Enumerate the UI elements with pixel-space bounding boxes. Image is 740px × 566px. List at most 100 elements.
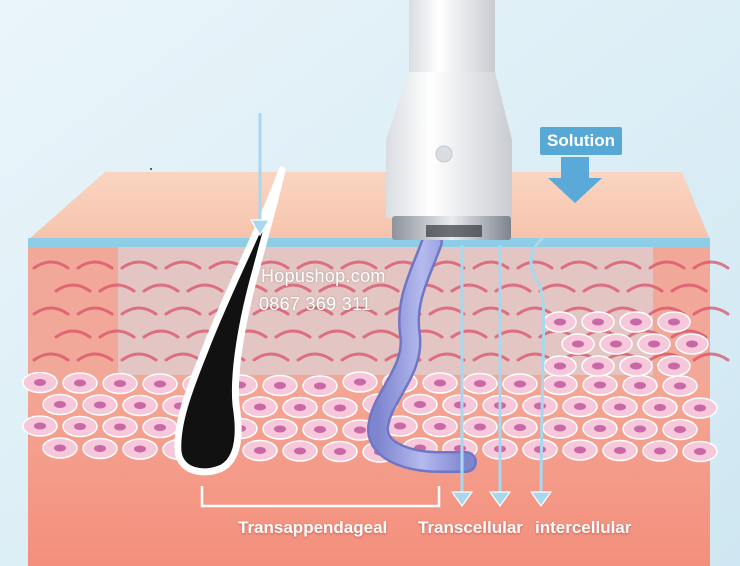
keratinocyte-arc <box>670 283 708 293</box>
cell-nucleus <box>614 403 626 411</box>
cell-nucleus <box>354 378 366 386</box>
keratinocyte-arc <box>626 283 664 293</box>
keratinocyte-arc <box>692 260 730 270</box>
cell-nucleus <box>414 401 426 408</box>
cell-nucleus <box>74 423 86 430</box>
keratinocyte-arc <box>582 283 620 293</box>
keratinocyte-arc <box>142 329 180 339</box>
transappendageal-bracket <box>200 486 441 508</box>
probe-device <box>386 0 512 240</box>
cell-nucleus <box>94 401 106 409</box>
keratinocyte-arc <box>142 283 180 293</box>
cell-nucleus <box>594 425 606 432</box>
keratinocyte-arc <box>318 283 356 293</box>
cell-nucleus <box>514 424 526 431</box>
keratinocyte-arc <box>54 283 92 293</box>
solution-badge: Solution <box>540 127 622 155</box>
cell-nucleus <box>254 447 266 454</box>
cell-nucleus <box>334 404 346 412</box>
cell-nucleus <box>274 382 286 389</box>
stratum-corneum-layer <box>28 238 710 247</box>
cell-nucleus <box>572 340 584 348</box>
probe-head <box>386 72 512 218</box>
keratinocyte-arc <box>32 306 70 316</box>
keratinocyte-arc <box>274 329 312 339</box>
cell-nucleus <box>454 401 466 409</box>
cell-nucleus <box>34 422 46 430</box>
cell-nucleus <box>434 379 446 387</box>
cell-nucleus <box>694 448 706 455</box>
cell-nucleus <box>54 444 66 452</box>
cell-nucleus <box>594 381 606 389</box>
cell-nucleus <box>334 448 346 455</box>
arrow-follicle-head <box>249 219 271 237</box>
probe-handle <box>409 0 495 80</box>
keratinocyte-arc <box>186 283 224 293</box>
keratinocyte-arc <box>472 260 510 270</box>
cell-nucleus <box>648 340 660 348</box>
cell-nucleus <box>534 402 546 410</box>
cell-nucleus <box>554 381 566 388</box>
keratinocyte-arc <box>318 329 356 339</box>
label-transcellular: Transcellular <box>418 518 523 537</box>
keratinocyte-arc <box>648 260 686 270</box>
probe-tip-electrode <box>426 225 482 237</box>
cell-nucleus <box>254 403 266 411</box>
cell-nucleus <box>554 318 566 326</box>
watermark-phone: 0867 369 311 <box>259 294 372 314</box>
keratinocyte-arc <box>120 352 158 362</box>
keratinocyte-arc <box>472 306 510 316</box>
probe-tube <box>369 233 475 471</box>
cell-nucleus <box>674 382 686 390</box>
cell-nucleus <box>314 426 326 433</box>
down-arrow-icon <box>548 157 602 203</box>
keratinocyte-arc <box>296 352 334 362</box>
cell-nucleus <box>634 382 646 389</box>
keratinocyte-arc <box>164 306 202 316</box>
cell-nucleus <box>694 404 706 412</box>
cell-nucleus <box>554 424 566 432</box>
label-transappendageal: Transappendageal <box>238 518 388 537</box>
keratinocyte-arc <box>274 283 312 293</box>
arrow-intercellular-head <box>529 491 553 508</box>
cell-nucleus <box>294 404 306 411</box>
cell-nucleus <box>294 447 306 455</box>
keratinocyte-arc <box>98 329 136 339</box>
probe-button-icon <box>435 145 453 163</box>
cell-nucleus <box>94 445 106 452</box>
cell-nucleus <box>574 446 586 454</box>
keratinocyte-arc <box>560 260 598 270</box>
keratinocyte-arc <box>340 352 378 362</box>
arrow-intercellular-path <box>529 236 546 496</box>
keratinocyte-arc <box>164 352 202 362</box>
keratinocyte-arc <box>120 260 158 270</box>
cell-nucleus <box>474 380 486 387</box>
hair-follicle <box>174 166 286 476</box>
keratinocyte-arc <box>252 306 290 316</box>
cell-nucleus <box>668 362 680 370</box>
cell-nucleus <box>54 401 66 408</box>
cell-nucleus <box>74 379 86 387</box>
keratinocyte-arc <box>98 283 136 293</box>
cell-nucleus <box>592 362 604 370</box>
cell-nucleus <box>274 425 286 433</box>
cell-nucleus <box>574 403 586 410</box>
keratinocyte-arc <box>296 260 334 270</box>
keratinocyte-arc <box>32 352 70 362</box>
watermark-site: Hopushop.com <box>261 266 386 286</box>
cell-nucleus <box>554 362 566 370</box>
keratinocyte-arc <box>340 306 378 316</box>
cell-nucleus <box>668 318 680 326</box>
keratinocyte-arc <box>76 352 114 362</box>
cell-nucleus <box>154 424 166 431</box>
arrow-transcellular-head-1 <box>450 491 474 508</box>
arrow-transcellular-head-2 <box>488 491 512 508</box>
keratinocyte-arc <box>54 329 92 339</box>
cell-nucleus <box>634 425 646 433</box>
keratinocyte-arc <box>472 352 510 362</box>
label-intercellular: intercellular <box>535 518 632 537</box>
cell-nucleus <box>592 318 604 326</box>
cell-nucleus <box>610 340 622 348</box>
